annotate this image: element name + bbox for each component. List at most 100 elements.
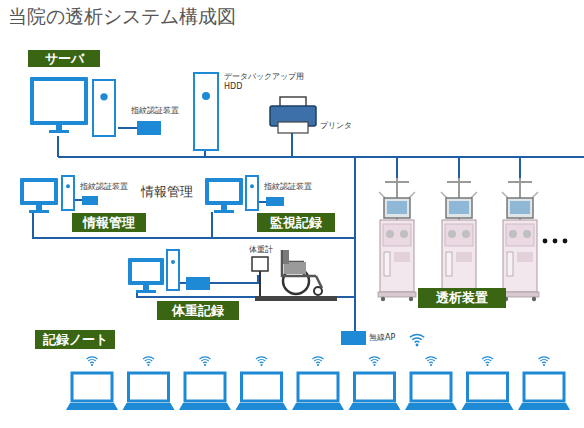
laptop [292,373,344,410]
network-wire [58,156,584,158]
laptop-screen [411,373,451,401]
pc-tower [194,73,218,150]
pc-monitor [128,258,164,293]
display-screen [387,201,407,214]
wifi-dot [486,364,488,366]
wifi-dot [204,364,206,366]
wifi-arc [410,334,424,337]
tower-case [194,73,218,150]
dialyzer [446,252,452,276]
wifi-arc [260,362,264,364]
wifi-arc [486,362,490,364]
wireless-ap [341,331,366,345]
dialysis-machine [378,178,416,301]
wheelchair [282,250,322,295]
pc-monitor [20,178,58,213]
label-box: 体重記録 [157,301,239,320]
wifi-arc [429,362,433,364]
monitor-frame [205,178,243,205]
network-wire [204,150,206,157]
laptop-screen [72,373,112,401]
device-label: 指紋認証装置 [80,182,128,192]
laptop [66,373,118,410]
group-label: 情報管理 [141,184,193,200]
tower-button [250,184,254,188]
tower-button [66,184,70,188]
label-text: 透析装置 [436,289,488,307]
wifi-arc [314,360,321,361]
wifi-icon [425,357,436,366]
wifi-arc [90,362,94,364]
network-wire [33,212,355,238]
network-wire [210,275,258,283]
fingerprint-reader [82,196,98,205]
laptop-screen [298,373,338,401]
wifi-dot [260,364,262,366]
wifi-dot [416,344,419,347]
scale-display [252,257,268,271]
pc-tower [167,250,179,290]
monitor-neck [143,285,149,290]
dialyzer [507,252,513,276]
label-box: 記録ノート [35,330,115,349]
wifi-arc [88,360,95,361]
laptop-screen [185,373,225,401]
dialysis-machine [440,178,478,301]
wifi-icon [256,357,267,366]
wifi-icon [410,334,424,346]
monitor-frame [30,77,88,125]
network-wire [354,157,356,333]
laptop-screen [468,373,508,401]
wifi-icon [312,357,323,366]
wifi-arc [145,360,152,361]
label-box: 情報管理 [72,213,146,232]
pc-tower [246,176,258,210]
machine-panel [506,224,534,246]
wifi-arc [412,338,422,340]
wifi-arc [482,357,493,359]
device-label: 指紋認証装置 [264,182,312,192]
network-wire [519,157,521,178]
monitor-stand [136,290,156,293]
fingerprint-reader [266,197,284,206]
network-wire [258,201,266,203]
laptop-base [292,403,344,410]
fingerprint-reader [137,121,161,135]
machine-body [380,220,414,292]
machine-detail [456,252,472,262]
wifi-arc [199,357,210,359]
network-wire [458,157,460,178]
wifi-arc [371,360,378,361]
wifi-arc [425,357,436,359]
wifi-icon [369,357,380,366]
device-label: データバックアップ用 HDD [224,72,254,91]
laptop [123,373,175,410]
label-text: 記録ノート [43,331,108,349]
laptop-screen [524,373,564,401]
laptop [349,373,401,410]
label-text: 情報管理 [83,214,135,232]
monitor-stand [214,210,234,213]
wifi-arc [316,362,320,364]
monitor-screen [34,81,84,121]
laptop-screen [129,373,169,401]
device-label: 無線AP [369,333,395,343]
pump [386,230,394,238]
wifi-arc [258,360,265,361]
laptop-base [518,403,570,410]
tower-case [246,176,258,210]
laptop-base [179,403,231,410]
wifi-arc [201,360,208,361]
tower-case [93,80,115,136]
wifi-arc [427,360,434,361]
monitor-frame [128,258,164,285]
network-wire [57,136,59,157]
wifi-arc [369,357,380,359]
fingerprint-reader [186,277,210,290]
dialysis-machine [501,178,539,301]
wifi-dot [430,364,432,366]
wifi-arc [415,341,420,343]
printer [270,97,316,133]
label-text: サーバ [45,50,84,68]
scale-platform [255,296,337,301]
